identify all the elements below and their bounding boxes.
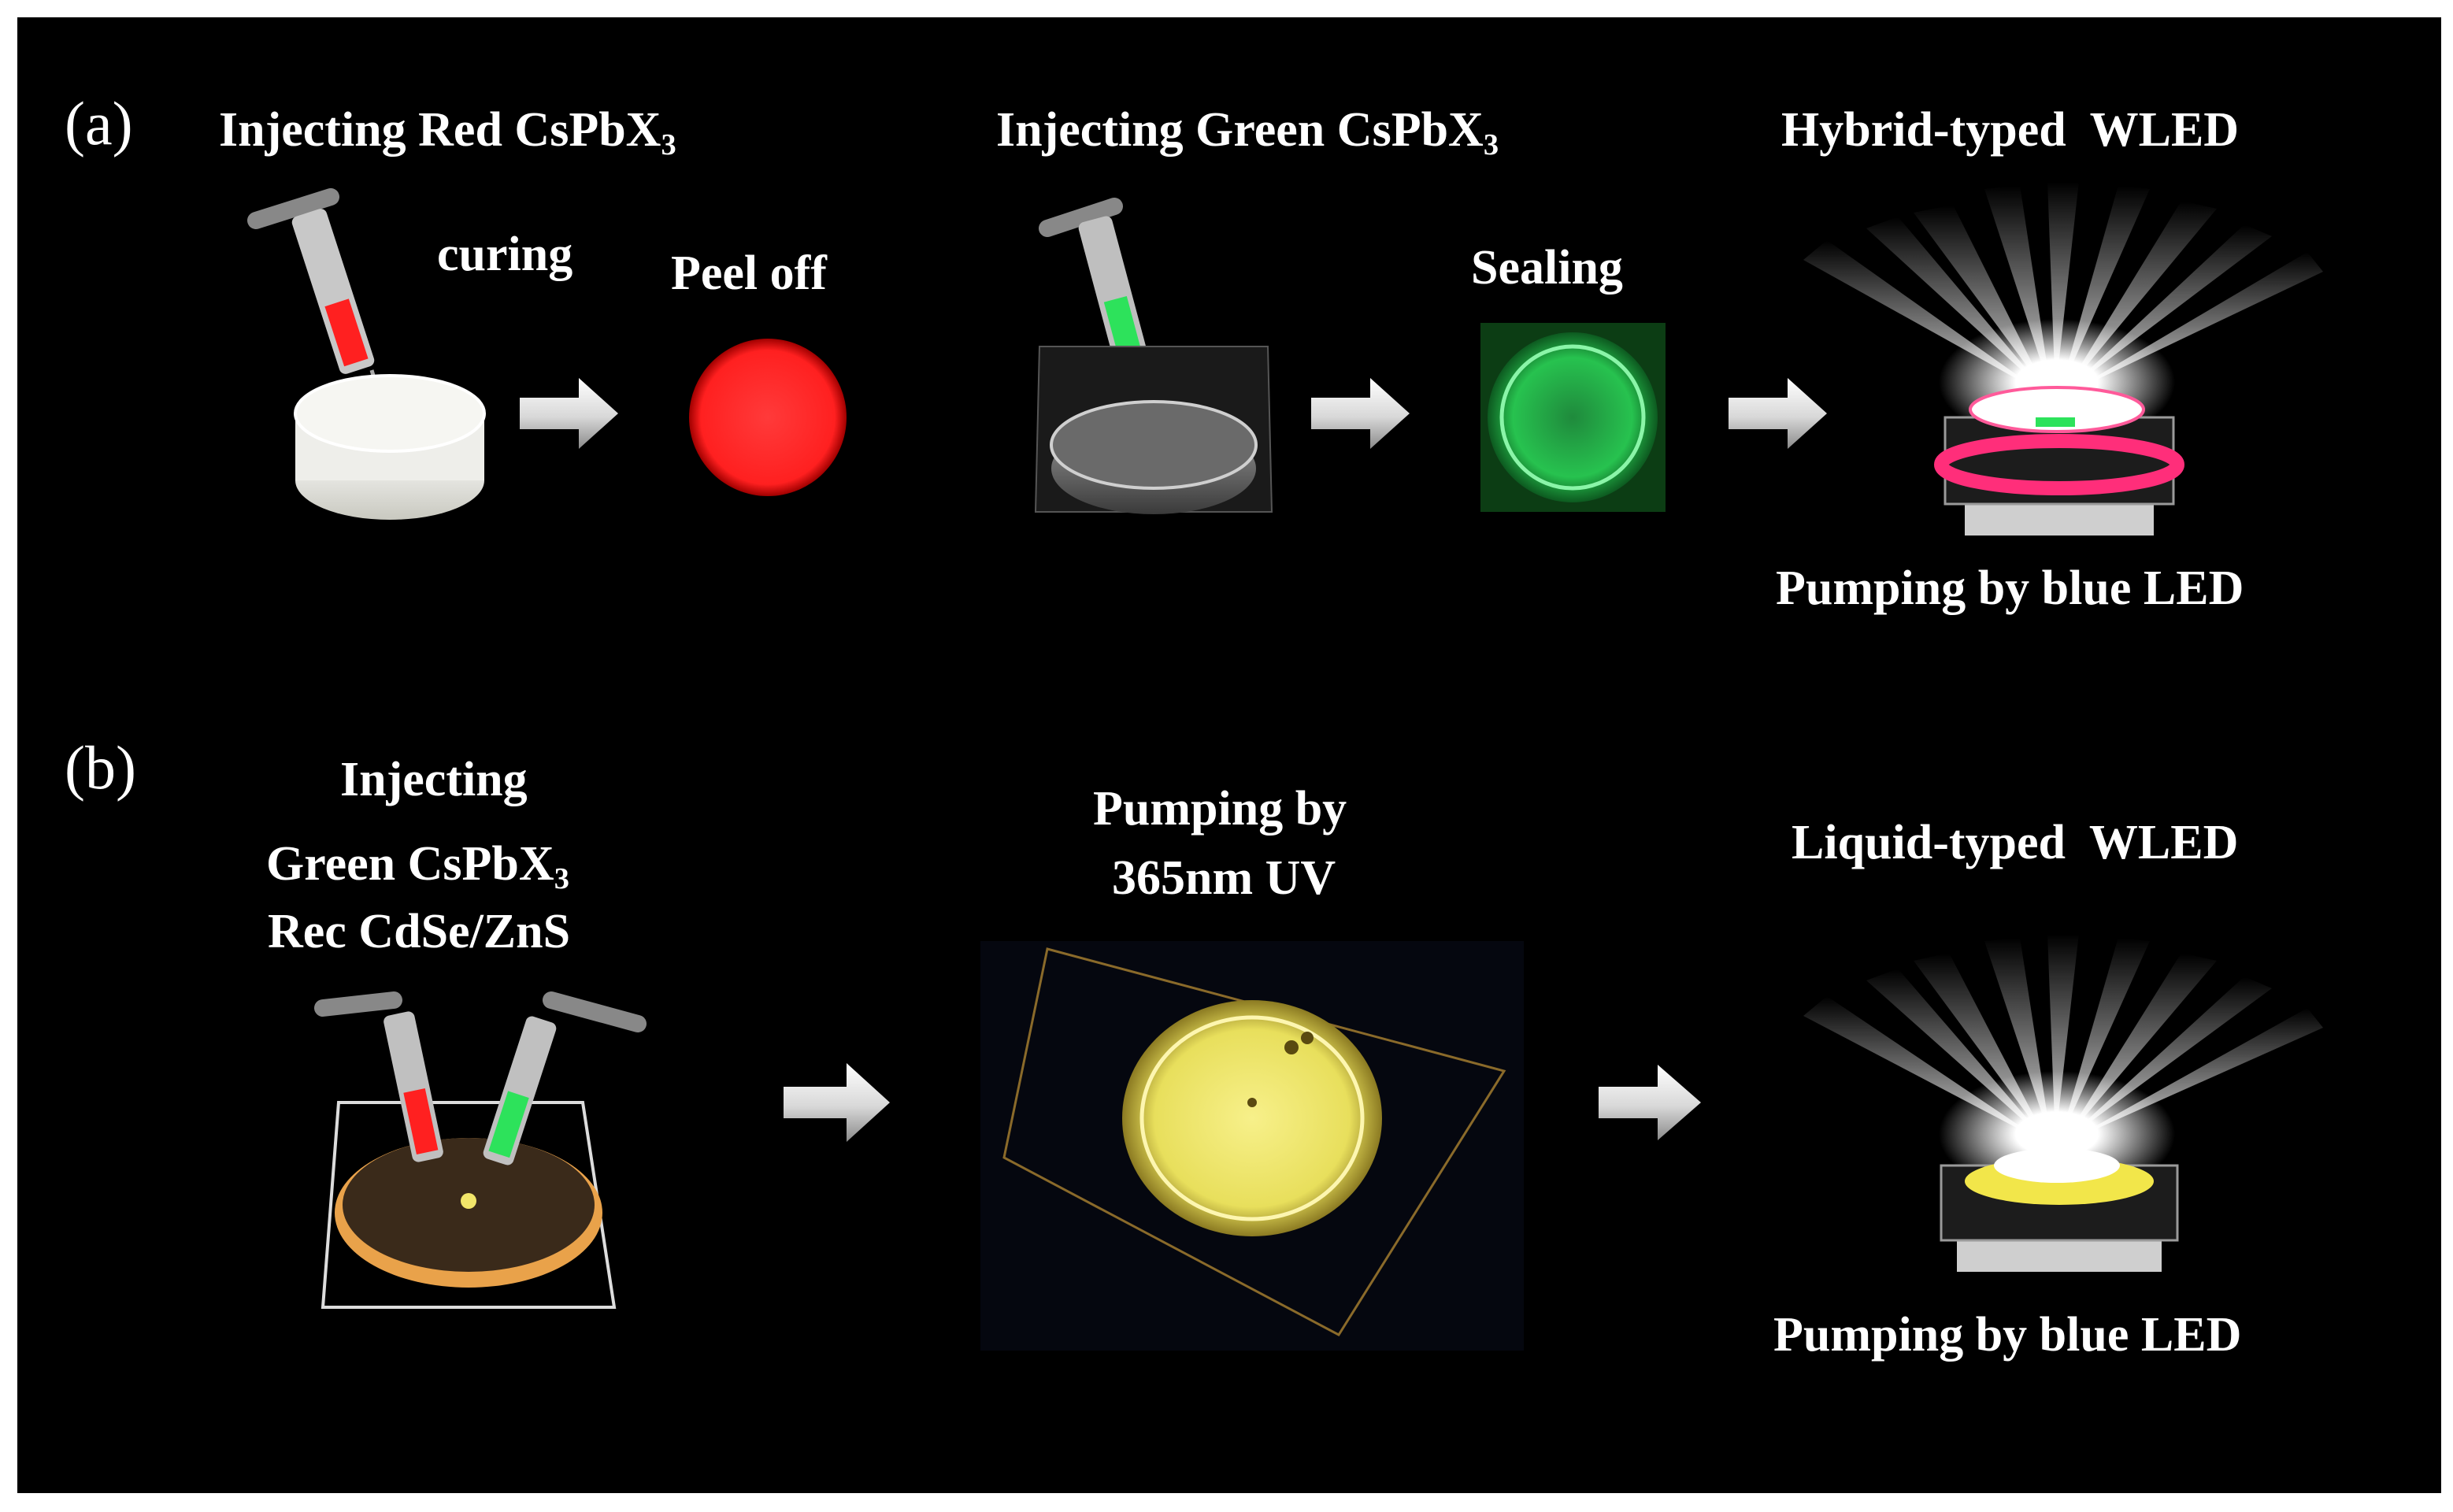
b-step2-line2: 365nm UV [1112,851,1336,905]
panel-a-label: (a) [65,89,133,158]
arrow-b1-icon [784,1063,890,1142]
b-step2-line1: Pumping by [1093,782,1347,836]
b-step1-line1: Injecting [340,753,528,806]
petri-dish-grey-icon [1034,346,1273,514]
step1-title-text: Injecting Red CsPbX [219,103,661,157]
green-sealed-device-icon [1480,323,1666,512]
step1-title: Injecting Red CsPbX3 [219,102,676,162]
petri-dish-white-icon [294,374,486,520]
step2-title-text: Injecting Green CsPbX [996,103,1484,157]
step1-title-subscript: 3 [661,128,676,161]
step2-title: Injecting Green CsPbX3 [996,102,1499,162]
hybrid-wled-caption: Pumping by blue LED [1776,561,2244,615]
arrow-a2-icon [1311,378,1410,449]
b-step1-line2-text: Green CsPbX [266,837,554,891]
hybrid-wled-title: Hybrid-typed WLED [1781,103,2240,157]
b-step1-line3: Rec CdSe/ZnS [268,905,571,958]
sealing-label: Sealing [1471,241,1623,295]
panel-b-label: (b) [65,733,136,802]
peel-off-label: Peel off [671,246,827,300]
red-film-disc-icon [689,339,847,496]
b-step1-line2: Green CsPbX3 [266,836,569,896]
red-syringe-icon [247,188,387,414]
liquid-wled-title: Liquid-typed WLED [1792,816,2239,869]
hybrid-wled-icon [1803,181,2323,536]
yellow-emitting-film-icon [980,941,1524,1351]
liquid-wled-caption: Pumping by blue LED [1773,1308,2242,1362]
step2-title-subscript: 3 [1483,128,1499,161]
dual-syringe-film-icon [314,991,647,1309]
arrow-a3-icon [1729,378,1827,449]
curing-label: curing [437,228,573,281]
b-step1-line2-subscript: 3 [554,862,569,895]
arrow-a1-icon [520,378,618,449]
liquid-wled-icon [1803,933,2323,1272]
arrow-b2-icon [1599,1065,1701,1140]
